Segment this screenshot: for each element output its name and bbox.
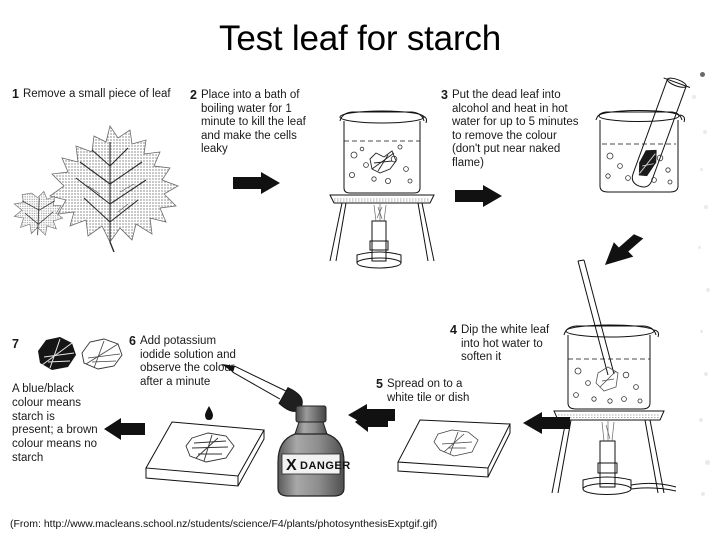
step-1-text: 1 Remove a small piece of leaf	[12, 87, 180, 102]
figure-test-tube-in-beaker-of-hot-water	[592, 77, 712, 215]
scan-artifact	[706, 288, 710, 292]
step-4-number: 4	[450, 323, 457, 337]
scan-artifact	[700, 330, 703, 333]
result-explanation: A blue/black colour means starch is pres…	[12, 383, 98, 464]
scan-artifact	[705, 460, 710, 465]
bottle-danger-text: DANGER	[300, 460, 351, 472]
arrow-step3-to-step4	[598, 232, 644, 280]
step-4-text: 4 Dip the white leaf into hot water to s…	[450, 323, 570, 365]
figure-two-result-leaves	[30, 333, 126, 373]
step-7-text: 7	[12, 337, 32, 352]
step-5-text: 5 Spread on to a white tile or dish	[376, 377, 476, 405]
step-1-number: 1	[12, 87, 19, 101]
step-5-label: Spread on to a white tile or dish	[386, 378, 470, 404]
step-4-label: Dip the white leaf into hot water to sof…	[460, 324, 550, 364]
step-2-number: 2	[190, 88, 197, 102]
figure-tile-with-stained-leaf	[140, 416, 270, 501]
arrow-step4-to-step5	[523, 412, 571, 434]
arrow-bottle-to-tile	[355, 412, 389, 432]
figure-iodine-drop	[202, 405, 216, 421]
scan-artifact	[698, 246, 701, 249]
figure-white-tile-with-leaf	[392, 412, 517, 492]
step-6-label: Add potassium iodide solution and observ…	[139, 335, 236, 388]
step-6-number: 6	[129, 334, 136, 348]
step-7-number: 7	[12, 337, 19, 351]
figure-dropper-pipette	[210, 348, 320, 426]
source-caption: (From: http://www.macleans.school.nz/stu…	[10, 518, 438, 530]
step-5-number: 5	[376, 377, 383, 391]
page-title: Test leaf for starch	[219, 19, 501, 58]
arrow-step6-to-step7	[350, 411, 351, 412]
bottle-danger-symbol: X	[286, 457, 297, 474]
scan-artifact	[700, 168, 703, 171]
scan-artifact	[692, 95, 696, 99]
scan-artifact	[704, 372, 708, 376]
step-1-label: Remove a small piece of leaf	[22, 88, 171, 100]
arrow-step6-to-step7-left	[104, 418, 146, 440]
scan-artifact	[701, 492, 705, 496]
figure-iodine-bottle: X DANGER	[272, 404, 350, 500]
step-3-text: 3 Put the dead leaf into alcohol and hea…	[441, 88, 581, 171]
figure-leaf-with-cut-piece	[13, 118, 194, 253]
figure-beaker-on-tripod-with-rod	[538, 255, 678, 500]
step-3-number: 3	[441, 88, 448, 102]
figure-beaker-on-tripod-with-bunsen-burner	[322, 103, 442, 269]
step-2-label: Place into a bath of boiling water for 1…	[200, 89, 306, 156]
arrow-step1-to-step2	[233, 172, 281, 194]
step-6-text: 6 Add potassium iodide solution and obse…	[129, 334, 241, 389]
scan-artifact	[704, 205, 708, 209]
scan-artifact	[699, 418, 703, 422]
step-2-text: 2 Place into a bath of boiling water for…	[190, 88, 320, 157]
step-3-label: Put the dead leaf into alcohol and heat …	[451, 89, 579, 169]
arrow-step2-to-step3	[455, 185, 503, 207]
scan-artifact	[700, 72, 705, 77]
scan-artifact	[703, 130, 707, 134]
